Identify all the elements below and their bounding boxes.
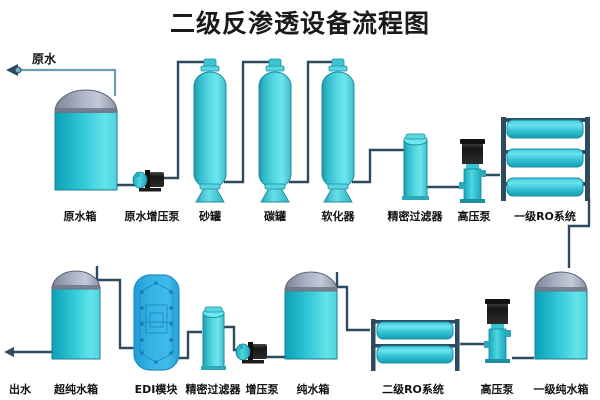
label-raw-water-boost-pump: 原水增压泵: [124, 210, 180, 223]
equipment-carbon-filter-tank[interactable]: [258, 58, 292, 203]
equipment-pure-water-tank[interactable]: [284, 271, 338, 360]
pipe-network-row1: [16, 68, 117, 96]
pipe-pump-to-sand: [163, 60, 205, 180]
equipment-edi-module[interactable]: [133, 274, 180, 371]
equipment-raw-water-boost-pump[interactable]: [132, 170, 164, 192]
equipment-high-pressure-pump-1[interactable]: [459, 139, 486, 203]
equipment-high-pressure-pump-2[interactable]: [484, 299, 511, 363]
inlet-label: 原水: [32, 52, 57, 66]
equipment-boost-pump-2[interactable]: [235, 342, 267, 364]
label-sand-filter-tank: 砂罐: [199, 210, 221, 223]
label-pure-water-tank: 纯水箱: [296, 383, 330, 396]
label-high-pressure-pump-2: 高压泵: [480, 383, 514, 396]
label-ro-system-2: 二级RO系统: [382, 383, 444, 396]
label-high-pressure-pump-1: 高压泵: [457, 210, 491, 223]
equipment-raw-water-tank[interactable]: [54, 89, 118, 191]
pipe-sand-to-carbon: [224, 60, 270, 184]
pipe-carbon-to-softener: [289, 60, 333, 184]
pipe-edi-to-ultrapure: [95, 266, 134, 350]
label-ultrapure-water-tank: 超纯水箱: [54, 383, 98, 396]
label-raw-water-tank: 原水箱: [63, 210, 97, 223]
label-softener-tank: 软化器: [321, 210, 355, 223]
label-edi-module: EDI模块: [134, 383, 178, 396]
pipe-ro2-to-purewater: [335, 272, 370, 332]
label-cartridge-filter-1: 精密过滤器: [387, 210, 443, 223]
equipment-cartridge-filter-1[interactable]: [402, 133, 429, 200]
page-title: 二级反渗透设备流程图: [169, 9, 430, 38]
equipment-sand-filter-tank[interactable]: [193, 58, 227, 203]
equipment-ro-system-1[interactable]: [501, 117, 590, 201]
arrow-left-icon: [6, 64, 22, 76]
equipment-first-pure-water-tank[interactable]: [534, 271, 588, 360]
equipment-cartridge-filter-2[interactable]: [201, 306, 226, 370]
pipe-inlet-to-raw-tank: [16, 68, 117, 96]
label-cartridge-filter-2: 精密过滤器: [185, 383, 241, 396]
label-first-pure-water-tank: 一级纯水箱: [533, 383, 589, 396]
label-carbon-filter-tank: 碳罐: [264, 210, 286, 223]
pipe-ro1-to-row2: [567, 198, 591, 268]
arrow-outlet-icon: [4, 347, 14, 357]
pipe-network-row2: [8, 266, 534, 360]
pipe-softener-to-filter: [352, 148, 404, 184]
equipment-softener-tank[interactable]: [321, 58, 355, 203]
label-ro-system-1: 一级RO系统: [514, 210, 576, 223]
label-boost-pump-2: 增压泵: [245, 383, 279, 396]
equipment-ultrapure-water-tank[interactable]: [51, 270, 101, 360]
equipment-ro-system-2[interactable]: [371, 319, 460, 371]
label-product-water-outlet: 出水: [9, 383, 31, 396]
pipe-filter2-to-edi: [178, 330, 202, 360]
